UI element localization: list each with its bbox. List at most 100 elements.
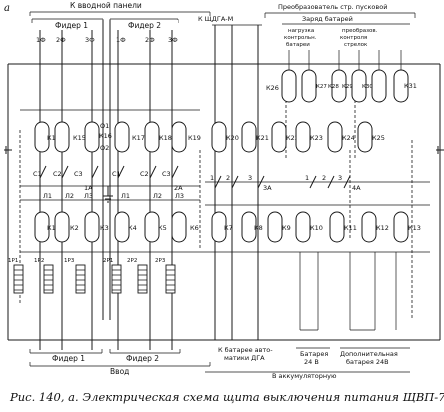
label-feeder2-top: Фидер 2 xyxy=(128,21,161,30)
svg-text:С1: С1 xyxy=(112,170,121,178)
svg-text:К26: К26 xyxy=(266,84,279,92)
relay-k14 xyxy=(34,121,50,153)
ground-icon xyxy=(103,186,113,203)
svg-text:3Ф: 3Ф xyxy=(168,36,178,44)
svg-text:К23: К23 xyxy=(310,134,323,142)
resistor-1p2 xyxy=(43,264,54,294)
resistor-1p3 xyxy=(75,264,86,294)
label-load-control: нагрузка контрольн. батареи xyxy=(284,28,318,48)
svg-text:К2: К2 xyxy=(70,224,79,232)
relay-k1 xyxy=(34,211,50,243)
svg-text:К20: К20 xyxy=(226,134,239,142)
label-switch-converter: преобразов. контроля стрелок xyxy=(340,28,379,48)
svg-text:1Р3: 1Р3 xyxy=(64,258,75,264)
label-to-accumulator: В аккумуляторную xyxy=(272,372,337,380)
figure-letter: а xyxy=(4,3,10,14)
svg-text:К31: К31 xyxy=(404,82,417,90)
svg-text:1: 1 xyxy=(305,174,309,182)
label-o1: О1 xyxy=(100,122,109,130)
label-converter: Преобразователь стр. пусковой xyxy=(278,3,387,11)
svg-text:2Ф: 2Ф xyxy=(56,36,66,44)
relays-upper: К14 К15 К16 К17 К18 К19 К20 К21 К22 К23 … xyxy=(34,121,385,153)
svg-text:К18: К18 xyxy=(159,134,172,142)
relay-k27 xyxy=(301,69,317,103)
svg-text:3Ф: 3Ф xyxy=(85,36,95,44)
relay-k5 xyxy=(144,211,160,243)
label-to-battery: К батарее авто- матики ДГА xyxy=(218,346,275,362)
feeder-conductors xyxy=(39,20,259,350)
svg-text:К8: К8 xyxy=(254,224,263,232)
svg-text:К24: К24 xyxy=(342,134,355,142)
svg-text:К14: К14 xyxy=(47,134,60,142)
svg-text:Л3: Л3 xyxy=(175,192,184,200)
outer-frame xyxy=(4,63,444,341)
svg-text:1А: 1А xyxy=(84,184,93,192)
label-feeder1-top: Фидер 1 xyxy=(55,21,88,30)
svg-text:К1: К1 xyxy=(47,224,56,232)
resistor-2p2 xyxy=(137,264,148,294)
svg-text:Л2: Л2 xyxy=(65,192,74,200)
svg-text:С3: С3 xyxy=(162,170,171,178)
svg-text:Л2: Л2 xyxy=(153,192,162,200)
svg-text:С2: С2 xyxy=(53,170,62,178)
svg-text:К13: К13 xyxy=(408,224,421,232)
relay-k17 xyxy=(114,121,130,153)
bottom-labels xyxy=(29,347,410,373)
svg-text:1: 1 xyxy=(210,174,214,182)
svg-text:К25: К25 xyxy=(372,134,385,142)
line-labels: Л1 Л2 Л3 Л1 Л2 Л3 xyxy=(43,192,184,200)
svg-text:1Ф: 1Ф xyxy=(116,36,126,44)
svg-text:2: 2 xyxy=(322,174,326,182)
relay-k3 xyxy=(84,211,100,243)
relays-top: К26 К27 К28 К29 К30 К31 xyxy=(266,50,417,103)
svg-text:С3: С3 xyxy=(74,170,83,178)
bus-lines xyxy=(20,109,430,253)
svg-text:Л3: Л3 xyxy=(84,192,93,200)
lower-wiring xyxy=(231,252,397,331)
relay-k30 xyxy=(371,69,387,103)
svg-text:К29: К29 xyxy=(342,84,353,90)
svg-text:К4: К4 xyxy=(128,224,137,232)
svg-text:К6: К6 xyxy=(190,224,199,232)
resistor-2p3 xyxy=(165,264,176,294)
svg-text:1Р2: 1Р2 xyxy=(34,258,44,264)
relay-k23 xyxy=(295,121,311,153)
relay-k15 xyxy=(54,121,70,153)
label-to-shdga: К ЩДГА-М xyxy=(198,15,233,23)
svg-text:2Р3: 2Р3 xyxy=(155,258,166,264)
resistors: 1Р1 1Р2 1Р3 2Р1 2Р2 2Р3 xyxy=(8,258,176,294)
svg-text:К22: К22 xyxy=(286,134,299,142)
resistor-1p1 xyxy=(13,264,24,294)
relay-k20 xyxy=(211,121,227,153)
relay-k9 xyxy=(267,211,283,243)
phase-labels-top: 1Ф 2Ф 3Ф 1Ф 2Ф 3Ф xyxy=(36,36,178,44)
relay-k16 xyxy=(84,121,100,153)
svg-text:К30: К30 xyxy=(362,84,373,90)
resistor-2p1 xyxy=(111,264,122,294)
svg-text:Л1: Л1 xyxy=(43,192,52,200)
relay-k18 xyxy=(144,121,160,153)
label-o2: О2 xyxy=(100,144,109,152)
relay-k21 xyxy=(241,121,257,153)
label-battery-charge: Заряд батарей xyxy=(302,15,353,23)
relay-k6 xyxy=(171,211,187,243)
relay-k11 xyxy=(329,211,345,243)
label-feeder1-bottom: Фидер 1 xyxy=(52,354,85,363)
relay-k8 xyxy=(241,211,257,243)
svg-text:К28: К28 xyxy=(328,84,339,90)
svg-text:К5: К5 xyxy=(158,224,167,232)
svg-text:1Р1: 1Р1 xyxy=(8,258,18,264)
svg-text:1Ф: 1Ф xyxy=(36,36,46,44)
relay-k10 xyxy=(295,211,311,243)
relay-k24 xyxy=(327,121,343,153)
svg-text:3: 3 xyxy=(338,174,342,182)
svg-text:4А: 4А xyxy=(352,184,361,192)
svg-text:2Р1: 2Р1 xyxy=(103,258,113,264)
relay-k12 xyxy=(361,211,377,243)
svg-text:С2: С2 xyxy=(140,170,149,178)
label-battery24: Батарея 24 В xyxy=(300,350,330,366)
svg-text:К21: К21 xyxy=(256,134,269,142)
label-extra-battery: Дополнительная батарея 24В xyxy=(340,350,400,366)
svg-text:К7: К7 xyxy=(224,224,233,232)
